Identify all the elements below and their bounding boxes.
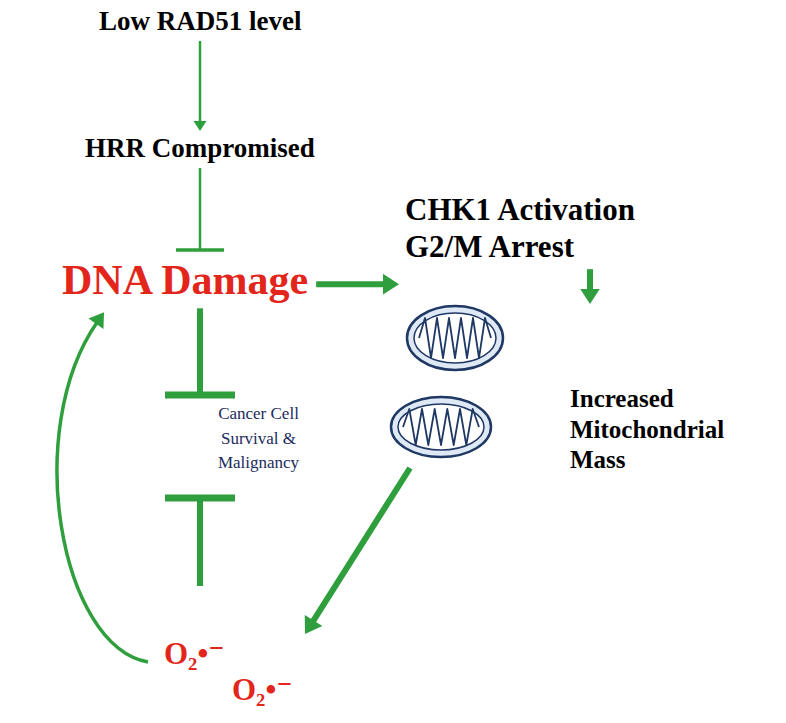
connector-line	[197, 308, 203, 395]
connector	[57, 312, 148, 662]
step-text: Low RAD51 level	[99, 6, 301, 37]
arrow-head	[194, 121, 207, 131]
label-text: CHK1 Activation G2/M Arrest	[405, 192, 715, 265]
label-text: O₂•⁻	[164, 636, 225, 672]
label-text: DNA Damage	[62, 256, 308, 304]
label-text: O₂•⁻	[232, 672, 293, 708]
connector-line	[57, 322, 148, 662]
mitochondrion-outer	[407, 306, 503, 370]
arrow-head	[580, 289, 600, 304]
connector	[165, 308, 235, 395]
arrow-head	[89, 312, 104, 329]
connector-line	[197, 498, 203, 586]
inhibition-bar	[165, 392, 235, 399]
key-event-text: DNA Damage	[62, 256, 308, 304]
connector-line	[316, 281, 385, 287]
connector	[580, 269, 600, 304]
outcome-text: Cancer Cell Survival & Malignancy	[196, 402, 321, 476]
label-text: Cancer Cell Survival & Malignancy	[196, 402, 321, 476]
mitochondrion-inner	[398, 404, 484, 450]
label-text: Low RAD51 level	[99, 6, 301, 37]
mitochondrion-cristae	[403, 409, 479, 445]
mitochondria-node: Increased Mitochondrial Mass	[385, 300, 715, 515]
inhibition-bar	[176, 248, 224, 252]
connector	[316, 274, 399, 295]
mitochondrion-inner	[414, 313, 496, 363]
label-text: HRR Compromised	[85, 133, 315, 164]
superoxide-node: O₂•⁻O₂•⁻	[160, 636, 310, 714]
connector	[176, 168, 224, 250]
label-text: Increased Mitochondrial Mass	[570, 384, 740, 476]
connector	[194, 41, 207, 131]
connector	[165, 498, 235, 586]
arrow-head	[383, 274, 399, 295]
connector-line	[312, 468, 410, 622]
step-text: HRR Compromised	[85, 133, 315, 164]
connector	[305, 468, 410, 634]
inhibition-bar	[165, 494, 235, 501]
connector-line	[587, 269, 593, 291]
step-text: CHK1 Activation G2/M Arrest	[405, 192, 715, 265]
connector-line	[199, 168, 202, 250]
mitochondrion-cristae	[419, 318, 491, 358]
connector-line	[199, 41, 202, 123]
mitochondrion-outer	[391, 397, 491, 457]
arrow-head	[305, 615, 323, 634]
